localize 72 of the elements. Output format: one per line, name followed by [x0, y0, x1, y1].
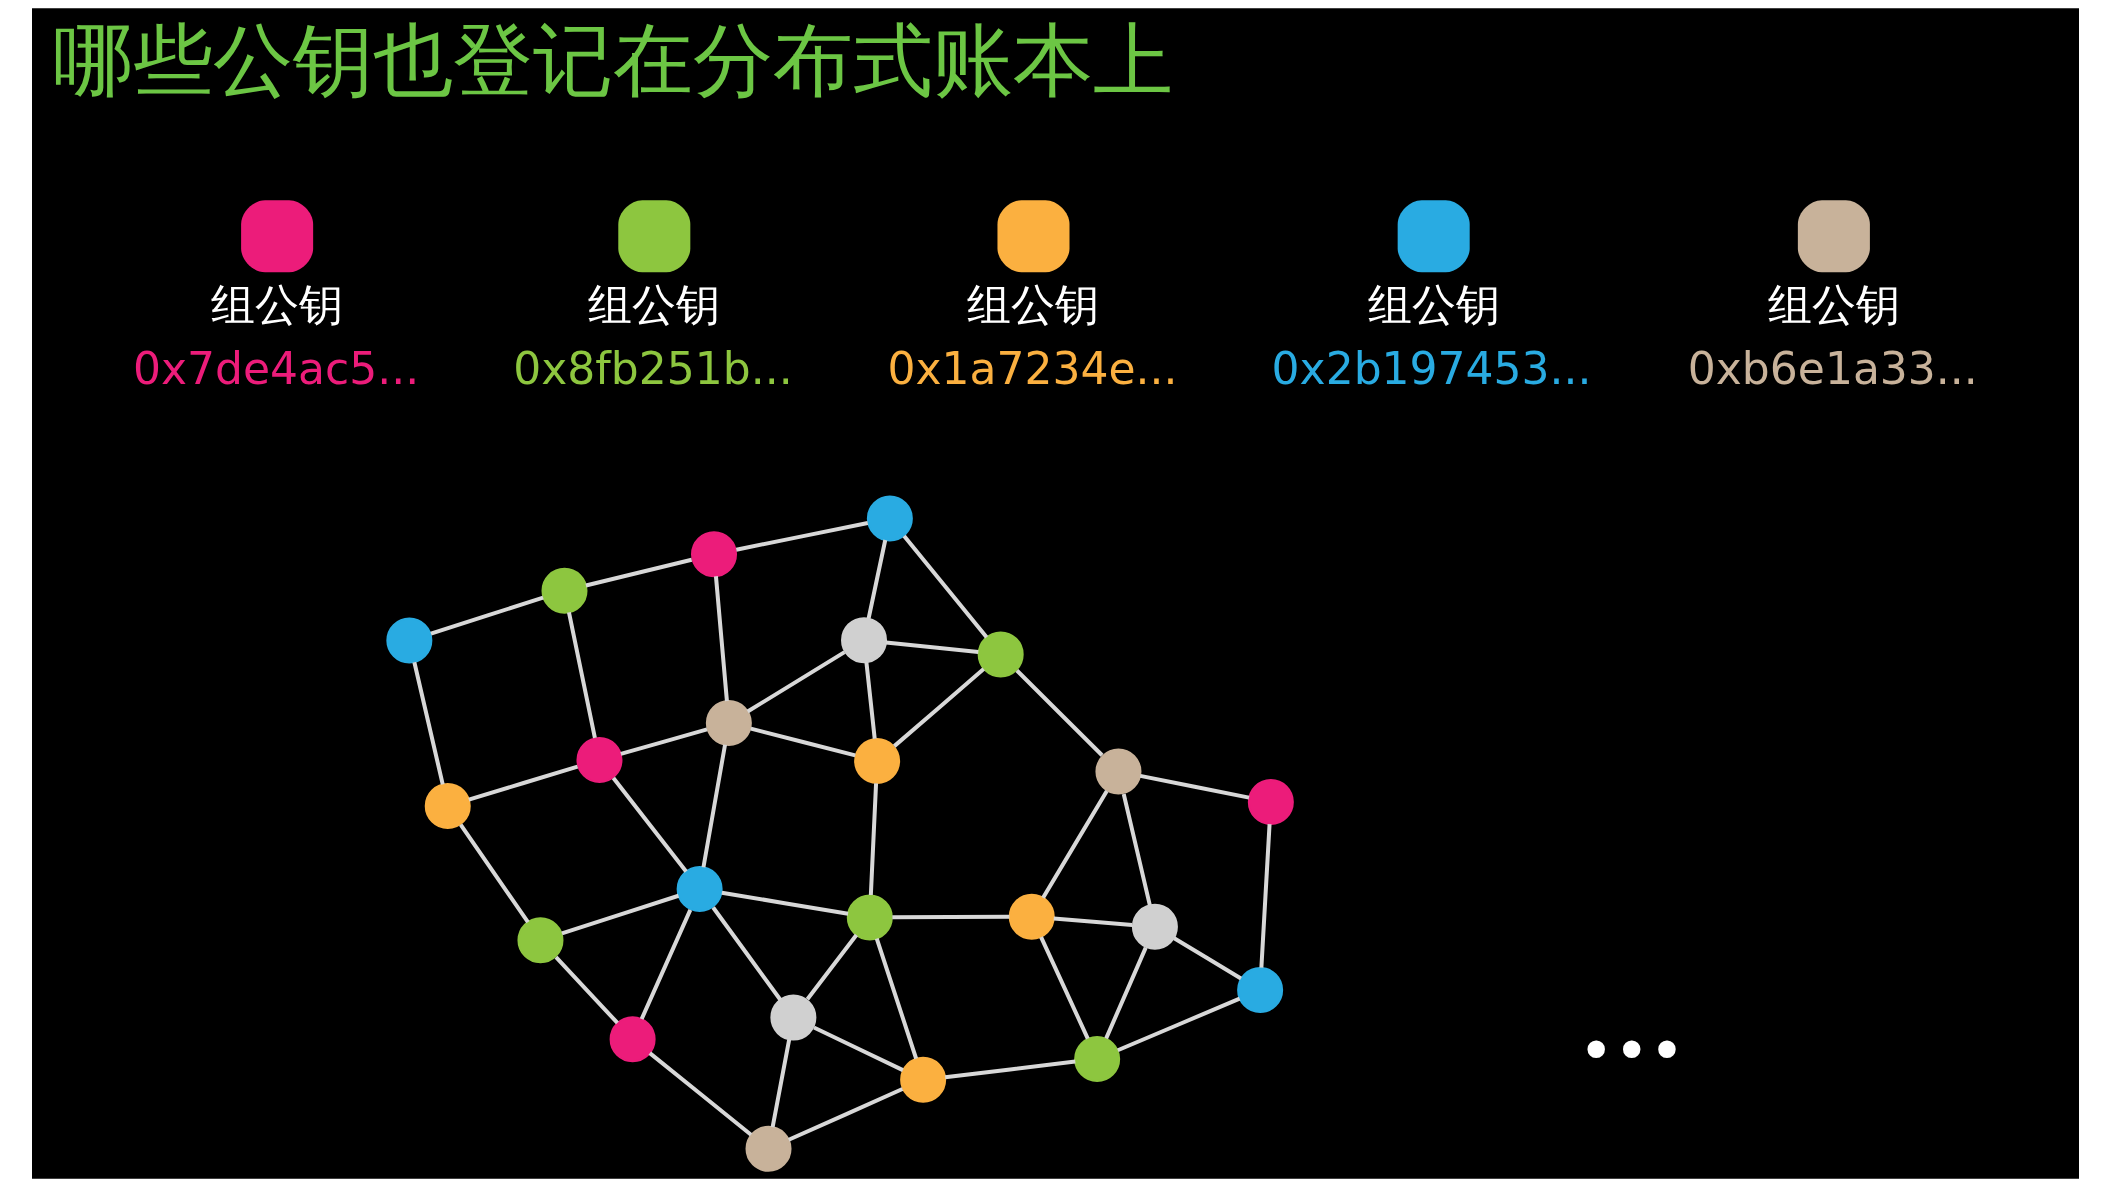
- node-circle: [770, 994, 817, 1041]
- connector: [713, 576, 729, 702]
- node-circle: [977, 631, 1024, 678]
- legend-label: 组公钥 0x8fb251b...: [513, 278, 793, 394]
- connector: [554, 955, 619, 1025]
- connector: [735, 521, 869, 552]
- node-circle: [576, 737, 623, 784]
- node-circle: [705, 700, 752, 747]
- connector: [1173, 936, 1242, 981]
- node-circle: [676, 865, 723, 912]
- connector: [1041, 789, 1109, 899]
- node-circle: [846, 894, 893, 941]
- node-circle: [745, 1125, 792, 1172]
- connector: [561, 893, 680, 936]
- connector: [902, 534, 989, 639]
- node-circle: [1247, 778, 1294, 825]
- connector: [430, 595, 544, 636]
- node-circle: [1131, 903, 1178, 950]
- connector: [1015, 669, 1104, 757]
- connector: [468, 764, 579, 802]
- connector: [1117, 996, 1241, 1053]
- connector: [701, 744, 727, 868]
- node-circle: [386, 617, 433, 664]
- legend-label: 组公钥 0x1a7234e...: [887, 278, 1178, 394]
- legend-label: 组公钥 0x2b197453...: [1271, 278, 1592, 394]
- node-circle: [691, 531, 737, 578]
- node-circle: [1237, 967, 1284, 1013]
- connector: [805, 933, 858, 1001]
- connector: [639, 909, 693, 1020]
- connector: [585, 557, 693, 588]
- node-circle: [1074, 1036, 1121, 1082]
- node-circle: [517, 917, 564, 964]
- connector: [885, 640, 979, 655]
- node-circle: [541, 567, 588, 614]
- node-circle: [1095, 748, 1142, 795]
- node-circle: [1008, 893, 1055, 940]
- node-circle: [866, 495, 913, 542]
- connector: [711, 906, 782, 1001]
- connector: [648, 1051, 753, 1137]
- connector: [770, 1039, 792, 1128]
- connector: [866, 539, 888, 619]
- diagram-title: 哪些公钥也登记在分布式账本上: [53, 14, 1174, 108]
- node-circle: [609, 1016, 656, 1063]
- connector: [1259, 824, 1272, 968]
- connector: [620, 727, 708, 756]
- connector: [813, 1025, 904, 1072]
- node-circle: [841, 617, 888, 664]
- connector: [750, 726, 856, 758]
- connector: [459, 823, 530, 924]
- connector: [1139, 773, 1250, 800]
- connector: [874, 938, 919, 1060]
- connector: [864, 661, 877, 739]
- connector: [944, 1059, 1076, 1080]
- legend-label: 组公钥 0xb6e1a33...: [1687, 278, 1978, 394]
- node-circle: [900, 1056, 947, 1103]
- node-circle: [854, 737, 901, 784]
- connector: [567, 611, 597, 739]
- label: •••: [1578, 1016, 1685, 1087]
- connector: [893, 667, 985, 748]
- connector: [1039, 936, 1090, 1040]
- connector: [892, 914, 1010, 920]
- connector: [412, 661, 445, 785]
- connector: [746, 650, 846, 714]
- connector: [611, 776, 688, 873]
- connector: [1104, 946, 1148, 1040]
- connector: [1053, 916, 1133, 927]
- connector: [721, 890, 849, 916]
- connector: [787, 1087, 904, 1142]
- legend-label: 组公钥 0x7de4ac5...: [133, 278, 420, 394]
- connector: [868, 783, 879, 896]
- connector: [1121, 793, 1152, 906]
- node-circle: [424, 782, 471, 829]
